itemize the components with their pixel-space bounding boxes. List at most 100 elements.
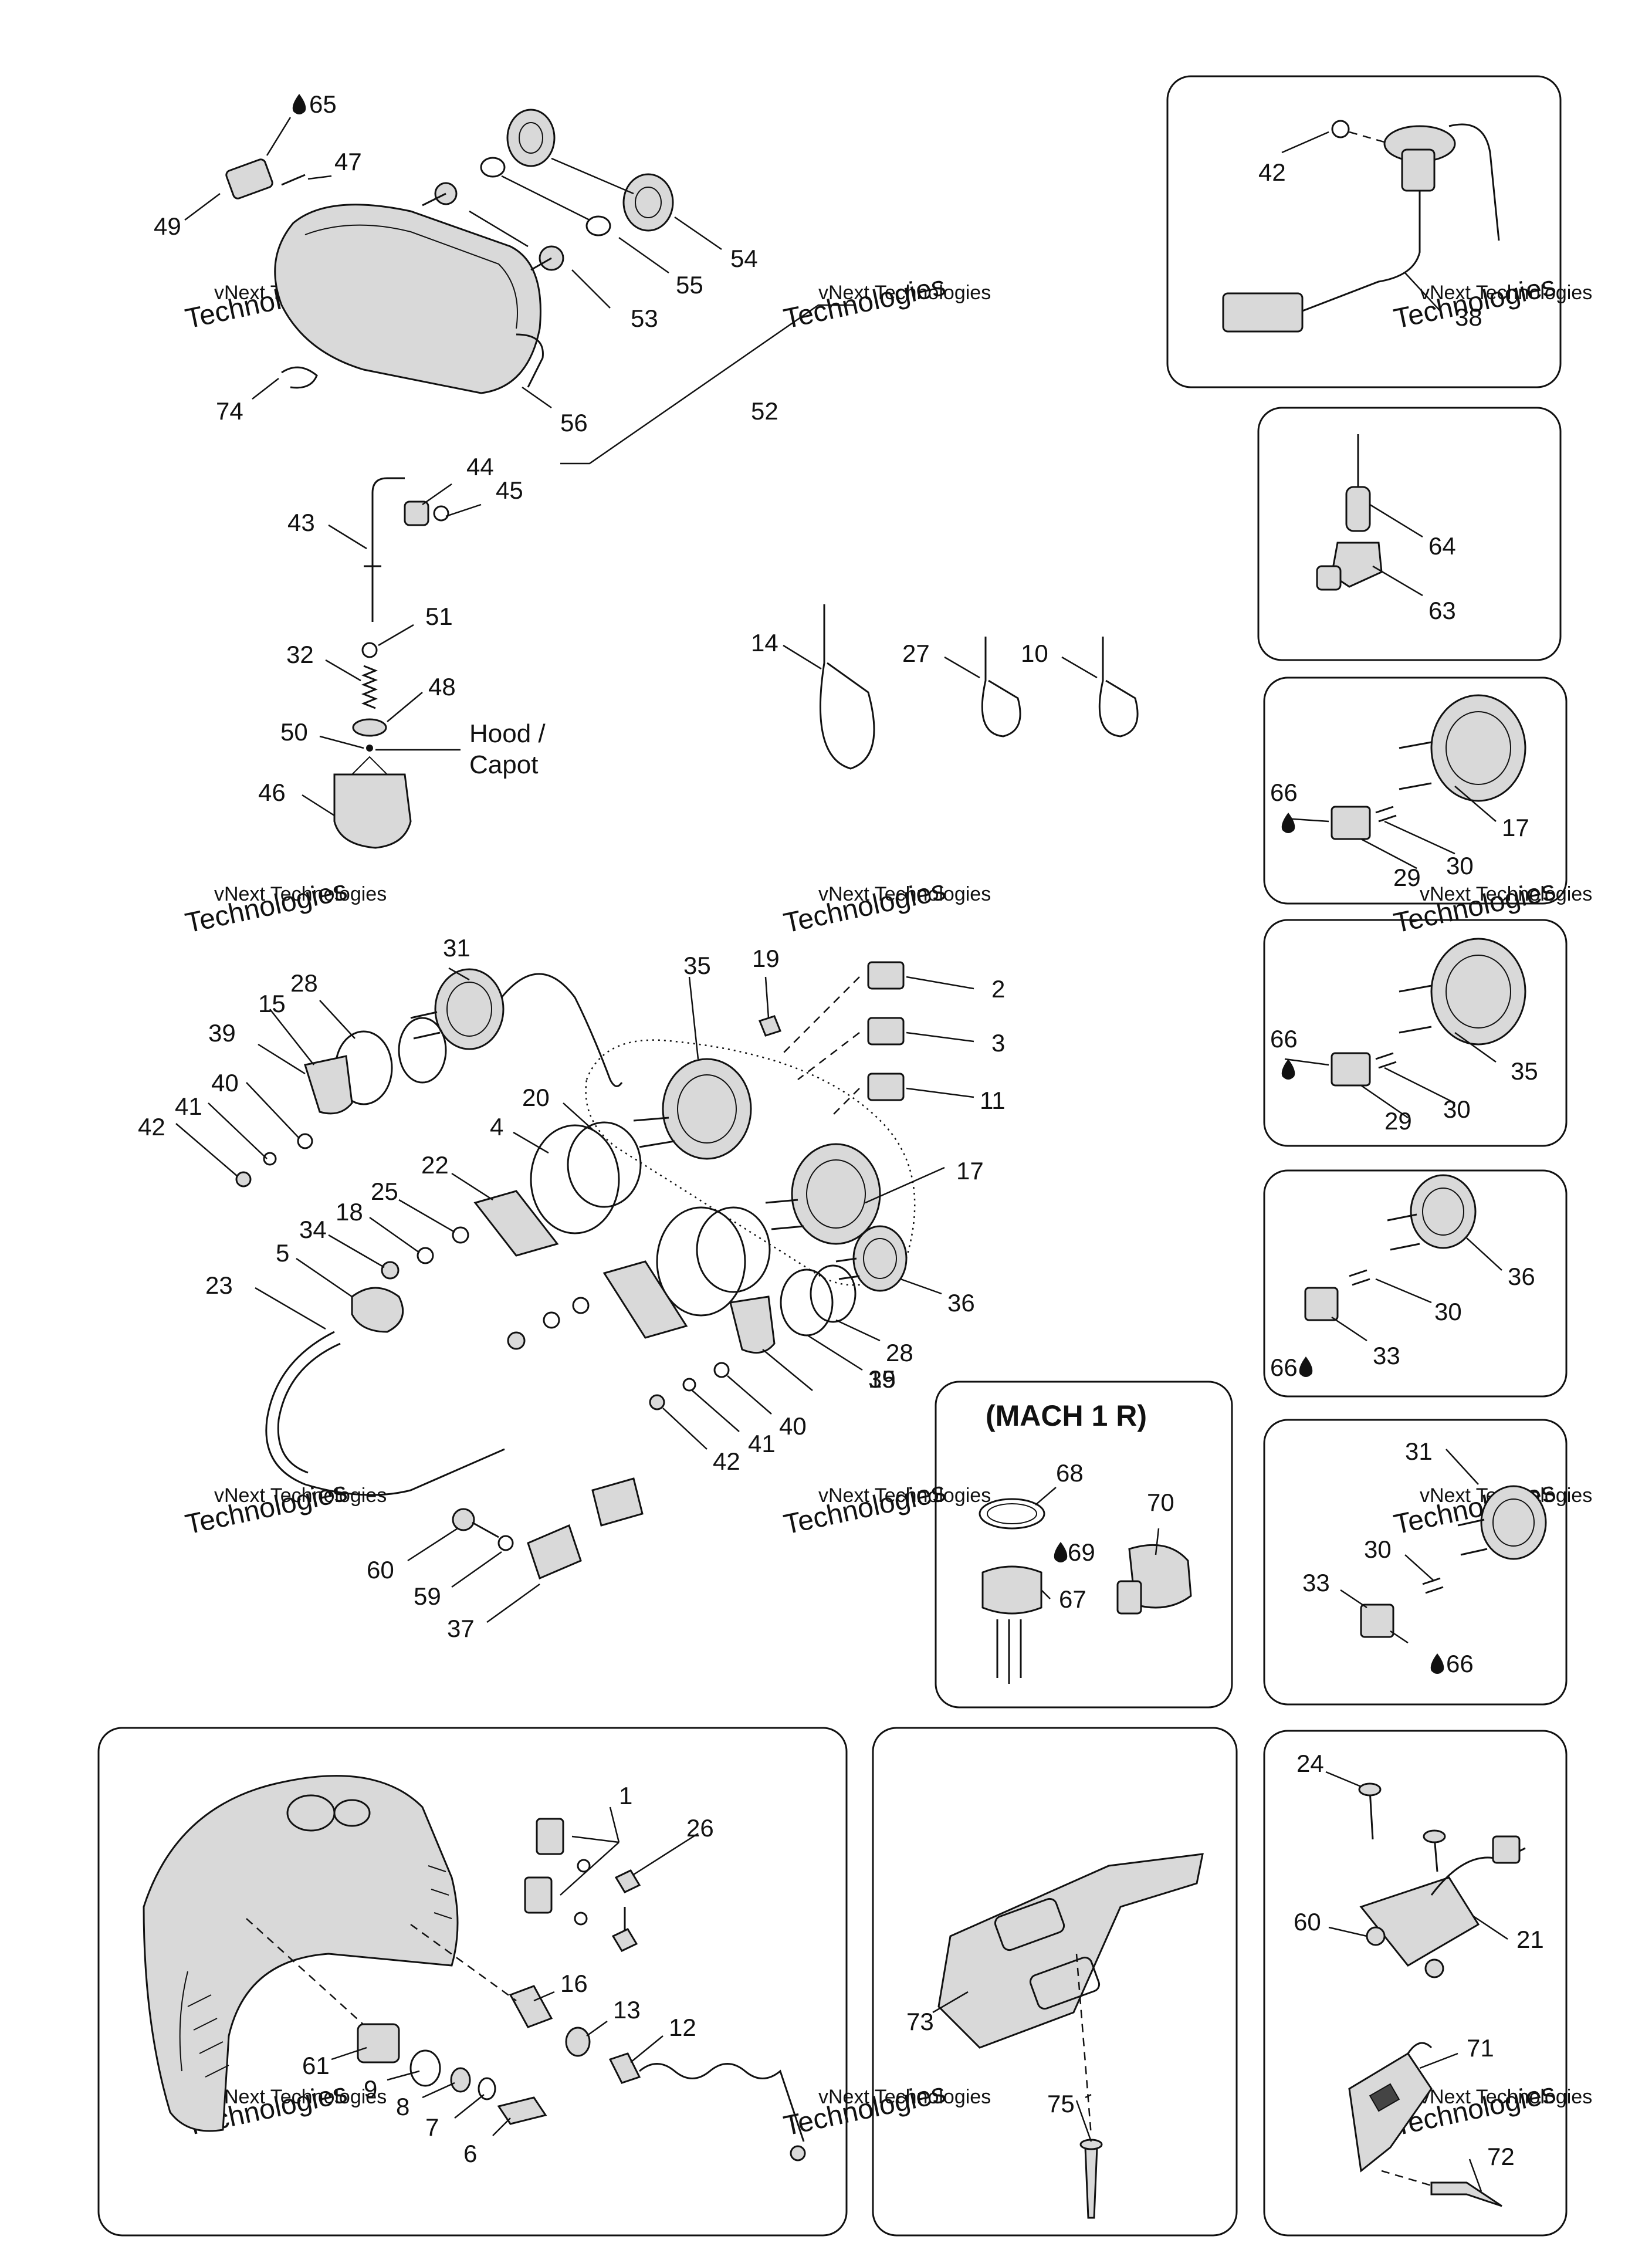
clip-73 <box>281 366 318 389</box>
capot-label: Capot <box>469 750 538 779</box>
hood-label: Hood / <box>469 719 546 748</box>
bulb-19 <box>759 1015 781 1037</box>
ring-55a <box>506 109 556 167</box>
headlight-lens <box>304 224 518 329</box>
callout-11: 11 <box>980 1087 1006 1114</box>
callout-45: 44 <box>466 453 494 481</box>
callout-27: 27 <box>902 640 930 667</box>
panel-frames <box>97 75 1568 2237</box>
callout-46: 45 <box>496 476 523 504</box>
switch-1a <box>536 1818 564 1855</box>
drop-icon <box>1281 813 1295 833</box>
watermark-text: vNext Technologies <box>818 282 991 304</box>
speedo-drive-5 <box>351 1287 404 1333</box>
mounting-plate <box>937 1853 1204 2219</box>
connector-38 <box>1222 292 1304 333</box>
seal-4 <box>530 1124 620 1234</box>
temp-sensor <box>1316 434 1383 591</box>
callout-60: 60 <box>1294 1908 1321 1936</box>
callout-65: 65 <box>309 90 337 118</box>
callout-42-b: 42 <box>713 1447 740 1475</box>
grommet-60b <box>1424 1958 1444 1978</box>
callout-39-b: 39 <box>868 1365 896 1393</box>
bracket-22b <box>602 1260 688 1339</box>
callout-26: 26 <box>686 1814 714 1842</box>
clip-51 <box>366 745 373 752</box>
drop-icons <box>292 94 1444 1674</box>
gauge-35-detail <box>1331 938 1526 1087</box>
tie-wrap-27 <box>981 637 1021 738</box>
callout-28-b: 28 <box>886 1339 913 1366</box>
callout-1: 1 <box>619 1782 632 1809</box>
drop-icon <box>1281 1059 1295 1080</box>
fuel-sender <box>1222 120 1500 333</box>
boot-64 <box>1345 486 1371 532</box>
rectifier-21 <box>1359 1876 1480 1967</box>
tie-wraps <box>819 604 1139 770</box>
nut-8 <box>450 2067 471 2093</box>
connector-11 <box>867 1073 905 1101</box>
callout-3: 3 <box>991 1029 1005 1057</box>
mach1r-label: (MACH 1 R) <box>986 1399 1147 1432</box>
connector-3 <box>867 1017 905 1046</box>
callout-38: 38 <box>1455 303 1482 331</box>
headlight-assembly <box>225 109 674 394</box>
callout-62: 60 <box>367 1556 394 1584</box>
watermark-text: vNext Technologies <box>1420 2086 1592 2108</box>
headlight-trim <box>516 333 544 388</box>
panel-dashboard <box>97 1727 848 2237</box>
callout-70: 70 <box>1147 1489 1174 1516</box>
seal-28 <box>398 1017 447 1084</box>
key-switch-61 <box>357 2023 400 2063</box>
callout-36-detail: 36 <box>1508 1263 1535 1290</box>
callout-69: 69 <box>1068 1538 1095 1566</box>
callout-15-a: 15 <box>258 990 286 1017</box>
ring-55b <box>622 173 674 232</box>
screw-62 <box>452 1508 475 1531</box>
nut-43 <box>1331 120 1350 138</box>
callout-2: 2 <box>991 975 1005 1003</box>
callout-74: 73 <box>906 2008 934 2035</box>
watermark-text: vNext Technologies <box>818 1484 991 1507</box>
nut-46 <box>433 505 449 522</box>
tie-wrap-10 <box>1098 637 1139 738</box>
washer-40 <box>297 1133 313 1149</box>
callout-52: 51 <box>425 603 453 630</box>
callout-73: 74 <box>216 397 243 425</box>
watermark-text: vNext Technologies <box>1420 883 1592 905</box>
gauge-17-detail <box>1331 694 1526 840</box>
callout-64: 64 <box>1428 532 1456 560</box>
washer-59 <box>497 1535 514 1551</box>
callout-59: 59 <box>414 1582 441 1610</box>
gauge-31-detail <box>1360 1485 1547 1638</box>
callout-48: 47 <box>334 148 362 175</box>
connector-2 <box>867 961 905 990</box>
callout-67: 67 <box>1059 1585 1086 1613</box>
callout-33-b: 33 <box>1302 1569 1330 1596</box>
washer-7 <box>478 2077 496 2100</box>
callout-36: 36 <box>947 1289 975 1317</box>
key-6 <box>497 2096 547 2125</box>
nut-56b <box>585 215 611 236</box>
callout-66-d: 66 <box>1446 1650 1474 1677</box>
grommet-45 <box>404 500 429 526</box>
callout-20: 20 <box>522 1084 550 1111</box>
callout-13: 13 <box>613 1996 641 2024</box>
callout-66-c: 66 <box>1270 1354 1298 1381</box>
callout-29-a: 29 <box>1393 864 1421 891</box>
nut-13 <box>565 2027 591 2057</box>
bracket-39 <box>304 1055 353 1115</box>
callout-66-a: 66 <box>1270 779 1298 806</box>
sensor-67 <box>981 1565 1042 1615</box>
cap-12 <box>608 2052 641 2084</box>
panel-rectifier <box>1263 1730 1568 2237</box>
clamp-37b <box>591 1477 644 1527</box>
panel-mach1r <box>935 1381 1233 1709</box>
callout-68: 68 <box>1056 1459 1084 1487</box>
callout-43: 42 <box>1258 158 1286 186</box>
callout-30-a: 30 <box>1446 852 1474 879</box>
panel-temp-sensor <box>1257 407 1562 661</box>
callout-30-d: 30 <box>1364 1535 1392 1563</box>
watermark-text: vNext Technologies <box>1420 282 1592 304</box>
callout-40-b: 40 <box>779 1412 807 1440</box>
